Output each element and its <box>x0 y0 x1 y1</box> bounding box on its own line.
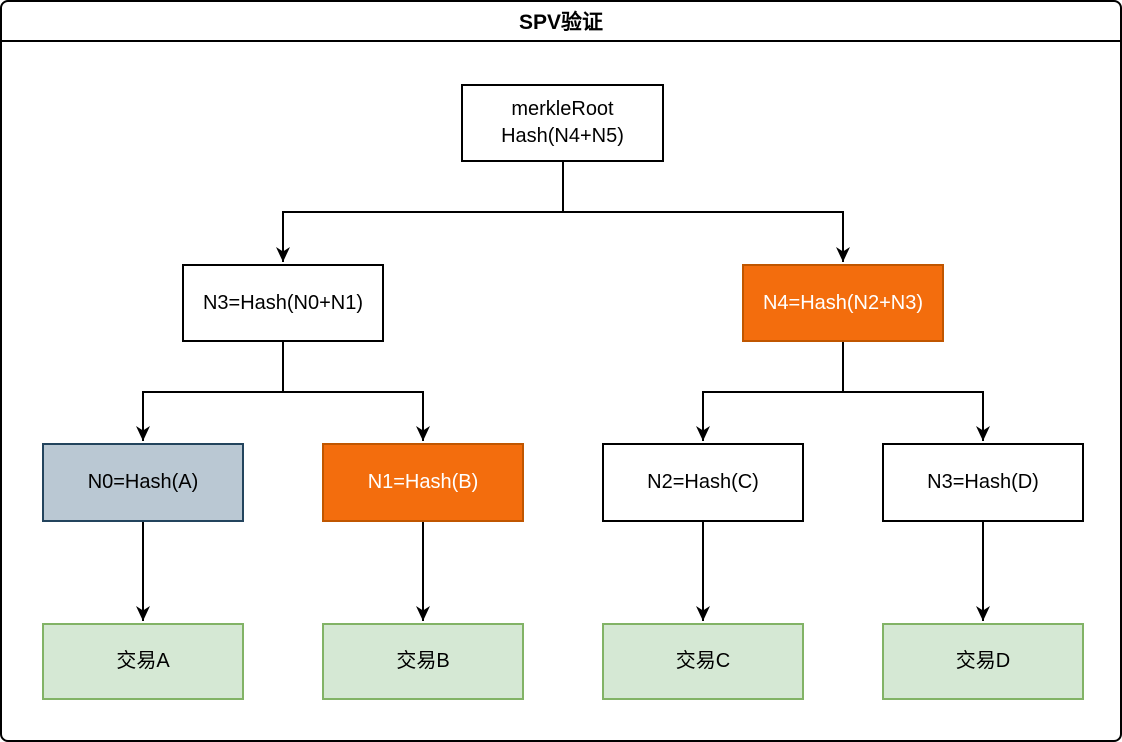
connector-leaf-arrows <box>136 522 990 621</box>
node-label: N4=Hash(N2+N3) <box>762 291 924 314</box>
connector-n3-split <box>136 342 430 441</box>
node-n3-hash-d: N3=Hash(D) <box>882 443 1084 522</box>
node-n1-hash-b: N1=Hash(B) <box>322 443 524 522</box>
node-label: 交易A <box>116 650 170 672</box>
node-transaction-d: 交易D <box>882 623 1084 700</box>
node-merkle-root: merkleRoot Hash(N4+N5) <box>461 84 664 162</box>
diagram-title: SPV验证 <box>518 11 604 34</box>
node-label: N3=Hash(D) <box>927 471 1039 493</box>
node-transaction-a: 交易A <box>42 623 244 700</box>
node-label: 交易D <box>955 650 1011 672</box>
merkle-root-label-line2: Hash(N4+N5) <box>501 125 624 147</box>
merkle-root-label-line1: merkleRoot <box>511 98 614 120</box>
node-label: N0=Hash(A) <box>87 471 199 493</box>
node-transaction-b: 交易B <box>322 623 524 700</box>
node-label: 交易C <box>675 650 731 672</box>
connector-n4-split <box>696 342 990 441</box>
connector-root-split <box>276 162 850 262</box>
node-label: N3=Hash(N0+N1) <box>202 291 364 314</box>
node-n2-hash-c: N2=Hash(C) <box>602 443 804 522</box>
node-transaction-c: 交易C <box>602 623 804 700</box>
title-bar: SPV验证 <box>2 2 1120 42</box>
node-label: 交易B <box>396 650 450 672</box>
node-label: N1=Hash(B) <box>367 471 479 493</box>
node-label: N2=Hash(C) <box>647 471 759 493</box>
node-n4-hash-n2-n3: N4=Hash(N2+N3) <box>742 264 944 342</box>
node-n3-hash-n0-n1: N3=Hash(N0+N1) <box>182 264 384 342</box>
node-n0-hash-a: N0=Hash(A) <box>42 443 244 522</box>
